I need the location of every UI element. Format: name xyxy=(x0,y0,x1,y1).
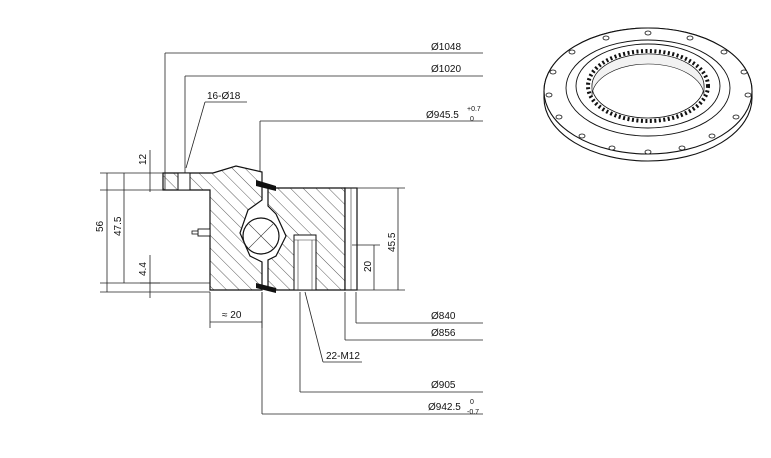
dim-d856: Ø856 xyxy=(431,328,456,339)
bottom-seal xyxy=(256,283,276,293)
dim-d840: Ø840 xyxy=(431,311,456,322)
dim-d945-upper-tol: +0.7 xyxy=(467,106,481,113)
callout-holes: 16-Ø18 xyxy=(207,91,241,102)
dimension-lines xyxy=(100,52,483,415)
dim-d1020: Ø1020 xyxy=(431,64,461,75)
dim-h44: 4.4 xyxy=(138,262,149,276)
dim-d945-lower-tol: 0 xyxy=(470,116,474,123)
bearing-cross-section xyxy=(162,165,358,293)
dim-d942-upper-tol: 0 xyxy=(470,399,474,406)
flange-holes xyxy=(545,30,752,155)
dim-d942-lower-tol: -0.7 xyxy=(467,409,479,416)
dim-h20: 20 xyxy=(363,260,374,272)
bearing-isometric-view xyxy=(543,27,753,162)
flange-bolt-hole xyxy=(177,172,191,191)
dim-d945: Ø945.5 xyxy=(426,110,459,121)
dim-h12: 12 xyxy=(138,153,149,165)
dim-h47: 47.5 xyxy=(113,216,124,236)
threaded-hole xyxy=(293,234,317,291)
grease-nipple xyxy=(191,228,211,237)
dimension-texts: Ø1048 Ø1020 16-Ø18 Ø945.5 +0.7 0 12 56 4… xyxy=(95,42,481,416)
dim-d905: Ø905 xyxy=(431,380,456,391)
dim-h56: 56 xyxy=(95,220,106,232)
callout-threads: 22-M12 xyxy=(326,351,360,362)
top-seal xyxy=(256,180,276,191)
dim-d942: Ø942.5 xyxy=(428,402,461,413)
dim-h455: 45.5 xyxy=(387,232,398,252)
dim-d1048: Ø1048 xyxy=(431,42,461,53)
dim-approx20: ≈ 20 xyxy=(222,310,242,321)
